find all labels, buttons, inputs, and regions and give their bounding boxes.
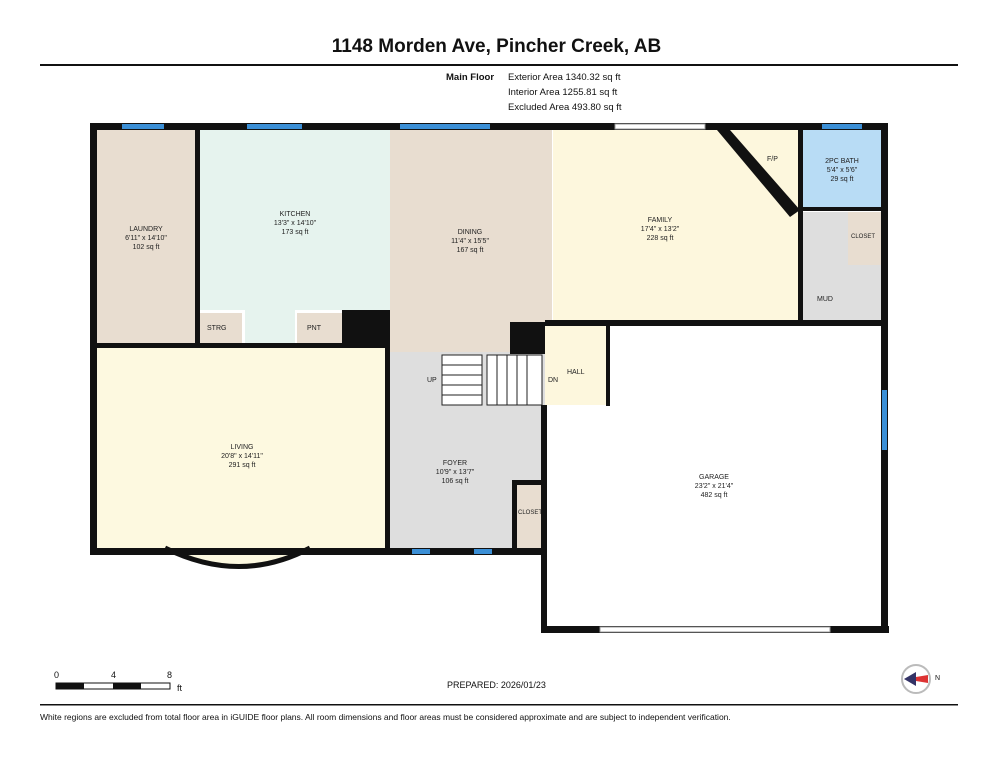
exterior-area: Exterior Area 1340.32 sq ft Interior Are… (508, 70, 622, 115)
label-up: UP (427, 377, 437, 384)
label-hall: HALL (567, 369, 585, 376)
floor-label: Main Floor (446, 72, 495, 83)
family-room (553, 130, 801, 322)
label-mud: MUD (817, 296, 833, 303)
page-title: 1148 Morden Ave, Pincher Creek, AB (331, 36, 662, 57)
pantry (297, 313, 342, 345)
label-strg: STRG (207, 325, 227, 332)
laundry-room (97, 130, 197, 345)
scale-bar (55, 682, 171, 690)
bath-room (803, 130, 882, 210)
label-pnt: PNT (307, 325, 321, 332)
scale-4: 4 (111, 670, 117, 680)
strg-closet (200, 313, 242, 345)
scale-unit: ft (177, 683, 183, 693)
living-room (97, 348, 388, 548)
scale-0: 0 (54, 670, 60, 680)
prepared-date: PREPARED: 2026/01/23 (447, 680, 546, 690)
foyer-closet (515, 485, 545, 548)
label-fp: F/P (767, 156, 778, 163)
compass-icon (901, 664, 931, 694)
excluded-area-text: Excluded Area 493.80 sq ft (508, 102, 622, 113)
compass-north: N (935, 675, 941, 682)
label-dn: DN (548, 377, 559, 384)
label-closet-foyer: CLOSET (518, 510, 543, 516)
exterior-area-text: Exterior Area 1340.32 sq ft (508, 72, 621, 83)
label-closet-mud: CLOSET (851, 234, 876, 240)
kitchen-room (200, 130, 390, 310)
kitchen-nook (245, 310, 295, 345)
interior-area-text: Interior Area 1255.81 sq ft (508, 87, 618, 98)
dining-room (390, 130, 552, 352)
windows (122, 124, 887, 554)
hall-room (545, 325, 610, 405)
scale-8: 8 (167, 670, 173, 680)
stairs (441, 354, 543, 406)
footer-disclaimer: White regions are excluded from total fl… (40, 712, 731, 722)
header-divider (40, 64, 958, 66)
mud-closet (848, 212, 882, 265)
